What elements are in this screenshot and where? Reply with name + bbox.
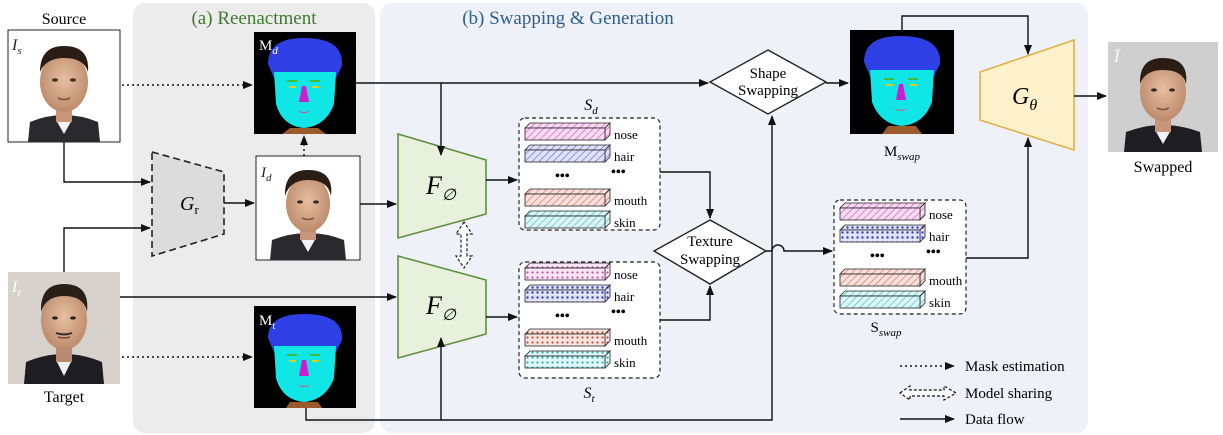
mask-mt bbox=[254, 306, 356, 408]
f-bot-symbol: F∅ bbox=[425, 291, 457, 324]
shape-swapping-line1: Shape bbox=[750, 66, 787, 82]
f-top-symbol: F∅ bbox=[425, 171, 457, 204]
sd-bar-nose bbox=[524, 122, 611, 141]
target-image bbox=[8, 272, 120, 384]
generator-g-theta bbox=[979, 38, 1075, 152]
sswap-symbol: Sswap bbox=[871, 320, 902, 339]
panel-swapping-title: (b) Swapping & Generation bbox=[462, 8, 674, 29]
sswap-label-mouth: mouth bbox=[929, 273, 963, 288]
sd-symbol: Sd bbox=[584, 97, 598, 117]
sd-bar-hair bbox=[524, 144, 611, 163]
shape-swapping-line2: Swapping bbox=[738, 83, 799, 99]
driven-symbol: Id bbox=[260, 165, 272, 184]
st-ellipsis-right: ••• bbox=[611, 305, 626, 320]
st-label-nose: nose bbox=[614, 267, 638, 282]
source-image bbox=[7, 29, 121, 143]
sd-bar-mouth bbox=[524, 188, 611, 207]
gr-symbol: Gr bbox=[180, 193, 199, 217]
sswap-label-nose: nose bbox=[929, 207, 953, 222]
swapped-symbol: Ī bbox=[1113, 49, 1121, 66]
sd-label-hair: hair bbox=[614, 149, 635, 164]
sd-ellipsis-left: ••• bbox=[555, 169, 570, 184]
source-label: Source bbox=[42, 11, 86, 28]
driven-image bbox=[255, 155, 361, 261]
sd-ellipsis-right: ••• bbox=[611, 165, 626, 180]
mswap-symbol: Mswap bbox=[884, 144, 920, 163]
encoder-top bbox=[397, 132, 487, 240]
st-bar-nose bbox=[524, 262, 611, 281]
st-bar-skin bbox=[524, 350, 611, 369]
sswap-ellipsis-right: ••• bbox=[926, 245, 941, 260]
sd-bar-skin bbox=[524, 210, 611, 229]
legend-share-label: Model sharing bbox=[965, 386, 1053, 402]
sswap-bar-hair bbox=[839, 224, 926, 243]
sswap-bar-nose bbox=[839, 202, 926, 221]
target-label: Target bbox=[44, 389, 85, 406]
sd-label-mouth: mouth bbox=[614, 193, 648, 208]
texture-swapping-op bbox=[652, 219, 768, 285]
target-symbol: It bbox=[11, 279, 21, 299]
panel-reenactment-title: (a) Reenactment bbox=[191, 8, 317, 29]
legend-mask-label: Mask estimation bbox=[965, 359, 1065, 375]
source-symbol: Is bbox=[11, 37, 22, 57]
data-flow-connectors bbox=[63, 15, 1107, 421]
g-theta-symbol: Gθ bbox=[1012, 84, 1037, 114]
sswap-label-hair: hair bbox=[929, 229, 950, 244]
sswap-bar-skin bbox=[839, 290, 926, 309]
st-label-hair: hair bbox=[614, 289, 635, 304]
texture-swapping-line1: Texture bbox=[687, 234, 733, 250]
model-sharing-arrow bbox=[454, 220, 474, 270]
swapped-label: Swapped bbox=[1134, 159, 1193, 176]
st-symbol: St bbox=[583, 385, 595, 405]
mask-md bbox=[254, 32, 356, 134]
st-bar-hair bbox=[524, 284, 611, 303]
legend-share-swatch bbox=[898, 384, 958, 402]
sswap-ellipsis-left: ••• bbox=[870, 249, 885, 264]
st-ellipsis-left: ••• bbox=[555, 309, 570, 324]
sswap-bar-mouth bbox=[839, 268, 926, 287]
md-symbol: Md bbox=[259, 38, 278, 57]
sswap-label-skin: skin bbox=[929, 295, 951, 310]
swapped-image bbox=[1108, 42, 1218, 152]
encoder-bottom bbox=[397, 254, 487, 360]
sd-label-skin: skin bbox=[614, 215, 636, 230]
sd-label-nose: nose bbox=[614, 127, 638, 142]
st-label-mouth: mouth bbox=[614, 333, 648, 348]
texture-swapping-line2: Swapping bbox=[680, 252, 741, 268]
legend-flow-label: Data flow bbox=[965, 412, 1025, 428]
legend: Mask estimation Model sharing Data flow bbox=[898, 359, 1065, 428]
st-bar-mouth bbox=[524, 328, 611, 347]
reenactment-generator bbox=[151, 150, 225, 258]
mask-estimation-arrows bbox=[122, 81, 308, 361]
st-label-skin: skin bbox=[614, 355, 636, 370]
shape-swapping-op bbox=[708, 49, 828, 115]
mt-symbol: Mt bbox=[259, 313, 275, 332]
mask-mswap bbox=[850, 30, 954, 134]
